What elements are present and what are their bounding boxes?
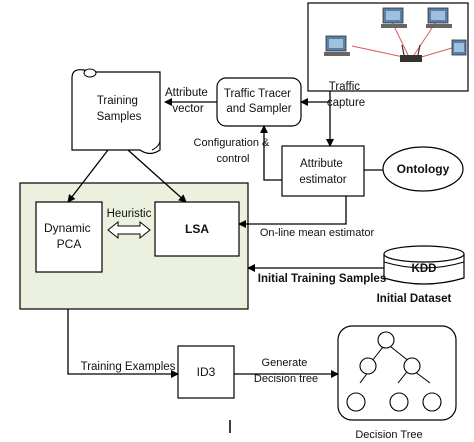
training-samples-line: Training [97, 95, 138, 107]
id3-node: ID3 [177, 345, 235, 399]
heuristic-label: Heuristic [107, 208, 152, 220]
dynamic-pca-line: PCA [57, 237, 82, 251]
traffic-capture-label: Traffic capture [327, 81, 365, 109]
edge-training-examples [67, 309, 179, 378]
attribute-estimator-line: Attribute [300, 158, 343, 170]
heuristic-arrow: Heuristic [107, 208, 152, 240]
config-control-label: Configuration & control [194, 137, 273, 165]
training-samples-node: Training Samples [71, 68, 161, 155]
router-icon [400, 44, 422, 62]
online-mean-label: On-line mean estimator [260, 227, 375, 239]
traffic-tracer-node: Traffic Tracer and Sampler [216, 77, 302, 127]
kdd-label: KDD [412, 263, 437, 275]
tree-node-icon [346, 331, 442, 412]
computer-icon [324, 35, 350, 56]
attribute-estimator-line: estimator [299, 174, 346, 186]
edge-traffic-capture [300, 91, 331, 106]
traffic-tracer-line: Traffic Tracer [224, 88, 291, 100]
svg-text:Traffic Tracer and Sampl: Traffic Tracer and Sampler [224, 88, 294, 115]
lsa-node: LSA [154, 201, 240, 257]
lsa-label: LSA [185, 222, 209, 236]
svg-text:Attribute estimator: Attribute estimator [299, 158, 346, 186]
training-examples-label: Training Examples [81, 361, 176, 373]
kdd-database-node: KDD [383, 245, 465, 285]
training-samples-label: Training Samples [97, 95, 142, 123]
dynamic-pca-node: Dynamic PCA [35, 201, 103, 273]
initial-dataset-caption: Initial Dataset [377, 293, 452, 305]
attribute-estimator-node: Attribute estimator [281, 145, 365, 197]
ontology-label: Ontology [397, 162, 450, 176]
initial-training-label: Initial Training Samples [258, 273, 386, 285]
edge-samples-pca [67, 149, 109, 203]
computer-icon [426, 7, 452, 28]
training-samples-line: Samples [97, 111, 142, 123]
traffic-tracer-line: and Sampler [226, 103, 291, 115]
decision-tree-caption: Decision Tree [355, 429, 422, 441]
attribute-vector-label: Attribute vector [165, 87, 211, 115]
connectors [67, 91, 384, 378]
edge-config-control [260, 125, 282, 181]
network-illustration [307, 2, 469, 92]
svg-text:Dynamic PCA: Dynamic PCA [44, 221, 94, 251]
ontology-node: Ontology [382, 146, 464, 192]
edge-samples-lsa [127, 149, 187, 203]
dynamic-pca-line: Dynamic [44, 221, 91, 235]
decision-tree-node [337, 325, 457, 421]
computer-icon [381, 7, 407, 28]
computer-icon [451, 39, 467, 56]
id3-label: ID3 [197, 365, 216, 379]
generate-tree-label: Generate Decision tree [254, 357, 318, 385]
edge-online-mean [238, 196, 347, 228]
